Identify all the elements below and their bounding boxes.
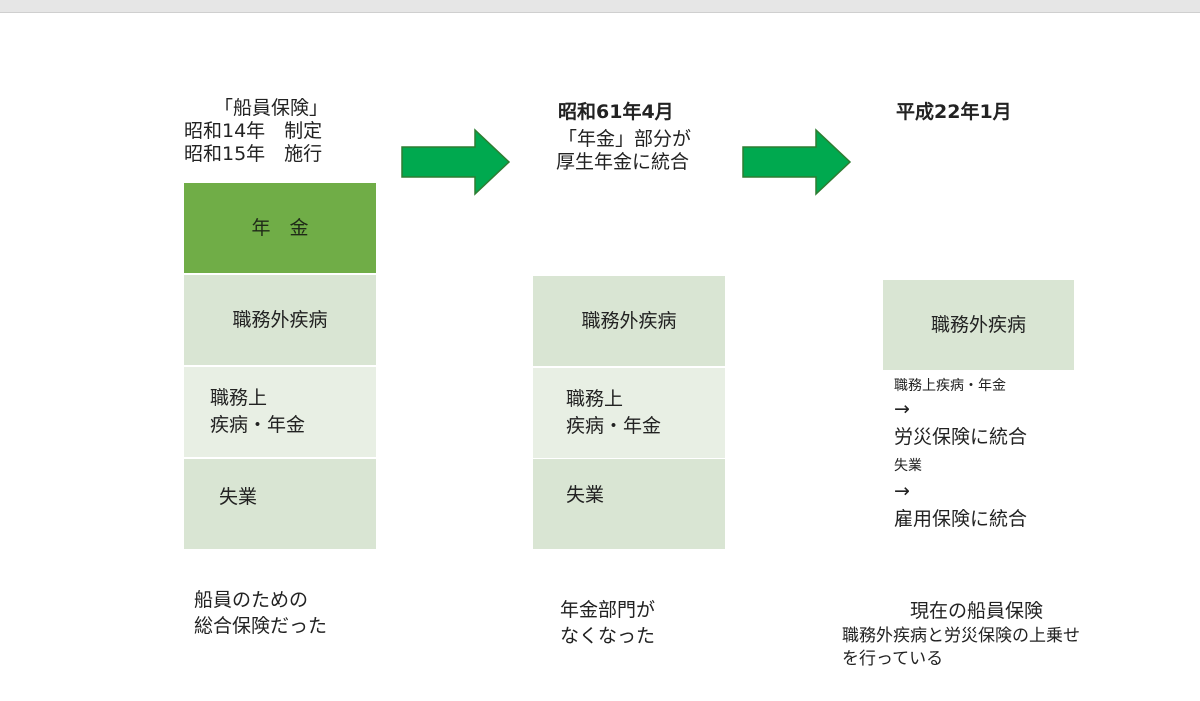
col3-caption-line1: 職務外疾病と労災保険の上乗せ	[842, 626, 1080, 646]
col1-caption: 船員のための 総合保険だった	[194, 587, 327, 639]
col2-box-nonwork-label: 職務外疾病	[581, 309, 677, 332]
col1-caption-line2: 総合保険だった	[194, 615, 328, 637]
col2-subtitle: 「年金」部分が 厚生年金に統合	[556, 128, 691, 174]
col1-box-unemployment: 失業	[184, 459, 376, 549]
col1-title: 「船員保険」 昭和14年 制定 昭和15年 施行	[184, 97, 384, 166]
col3-note-unemployment-arrow: →	[894, 480, 910, 502]
col2-caption-line2: なくなった	[560, 625, 656, 647]
col2-box-work: 職務上 疾病・年金	[533, 368, 725, 458]
col3-date: 平成22年1月	[896, 101, 1012, 123]
col2-subtitle-line2: 厚生年金に統合	[556, 151, 690, 173]
col3-note-work: 職務上疾病・年金 → 労災保険に統合	[894, 376, 1027, 450]
col2-subtitle-line1: 「年金」部分が	[558, 128, 692, 150]
col3-note-work-target: 労災保険に統合	[894, 426, 1028, 448]
col1-title-line3: 昭和15年 施行	[184, 143, 323, 165]
col2-box-nonwork: 職務外疾病	[533, 276, 725, 366]
arrow-right-icon-2	[742, 128, 852, 196]
col3-note-work-arrow: →	[894, 398, 910, 420]
col3-box-nonwork: 職務外疾病	[883, 280, 1074, 370]
col3-note-unemployment-target: 雇用保険に統合	[894, 508, 1028, 530]
col1-box-nonwork-label: 職務外疾病	[232, 308, 328, 331]
arrow-right-icon-1	[401, 128, 511, 196]
col1-title-line2: 昭和14年 制定	[184, 120, 323, 142]
col3-caption-title: 現在の船員保険	[910, 600, 1044, 622]
col1-box-work: 職務上 疾病・年金	[184, 367, 376, 457]
col3-note-work-small: 職務上疾病・年金	[894, 378, 1006, 394]
col1-title-line1: 「船員保険」	[214, 97, 329, 119]
col2-date: 昭和61年4月	[558, 101, 674, 123]
col3-note-unemployment-small: 失業	[894, 458, 922, 474]
col2-box-unemployment-label: 失業	[566, 484, 605, 506]
col2-caption-line1: 年金部門が	[560, 599, 656, 621]
col1-box-nonwork: 職務外疾病	[184, 275, 376, 365]
col2-box-work-line2: 疾病・年金	[566, 415, 662, 437]
col1-box-work-line1: 職務上	[210, 387, 268, 409]
col3-caption-line2: を行っている	[842, 649, 944, 669]
col2-box-work-line1: 職務上	[566, 388, 624, 410]
col1-caption-line1: 船員のための	[194, 589, 309, 611]
col3-box-nonwork-label: 職務外疾病	[930, 313, 1026, 336]
col3-note-unemployment: 失業 → 雇用保険に統合	[894, 456, 1027, 532]
col2-box-unemployment: 失業	[533, 459, 725, 549]
col1-box-pension: 年 金	[184, 183, 376, 273]
col3-caption: 職務外疾病と労災保険の上乗せ を行っている	[842, 625, 1080, 671]
col1-box-unemployment-label: 失業	[219, 486, 258, 508]
col1-box-pension-label: 年 金	[251, 216, 309, 239]
window-top-bar	[0, 0, 1200, 13]
col1-box-work-line2: 疾病・年金	[210, 414, 306, 436]
col2-caption: 年金部門が なくなった	[560, 597, 655, 649]
